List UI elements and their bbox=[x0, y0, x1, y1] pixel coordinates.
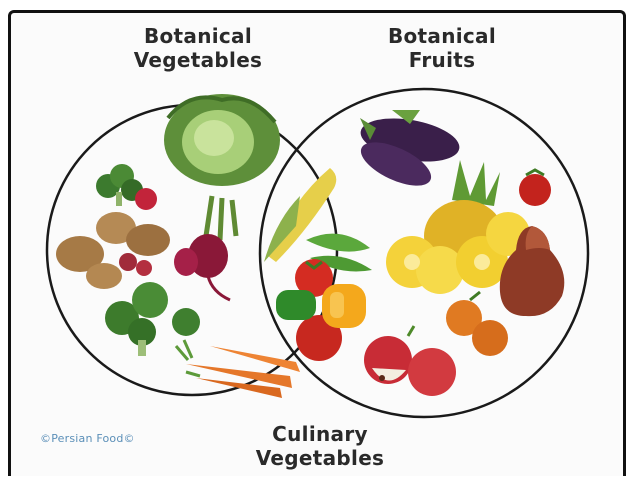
apple-icon bbox=[364, 326, 456, 396]
strawberry-icon bbox=[519, 170, 551, 206]
culinary-vegetables-line1: Culinary bbox=[230, 422, 410, 446]
potato-icon bbox=[56, 212, 170, 289]
carrot-icon bbox=[176, 340, 300, 398]
botanical-vegetables-line1: Botanical bbox=[108, 24, 288, 48]
botanical-vegetables-line2: Vegetables bbox=[108, 48, 288, 72]
cabbage-icon bbox=[164, 94, 280, 186]
culinary-vegetables-label: Culinary Vegetables bbox=[230, 422, 410, 470]
botanical-fruits-line1: Botanical bbox=[352, 24, 532, 48]
botanical-fruits-line2: Fruits bbox=[352, 48, 532, 72]
eggplant-icon bbox=[355, 110, 463, 195]
botanical-vegetables-label: Botanical Vegetables bbox=[108, 24, 288, 72]
orange-icon bbox=[446, 292, 508, 356]
persian-food-logo: ©Persian Food© bbox=[40, 432, 135, 445]
culinary-vegetables-line2: Vegetables bbox=[230, 446, 410, 470]
beet-icon bbox=[174, 196, 236, 300]
botanical-fruits-label: Botanical Fruits bbox=[352, 24, 532, 72]
radish-icon bbox=[135, 188, 157, 210]
